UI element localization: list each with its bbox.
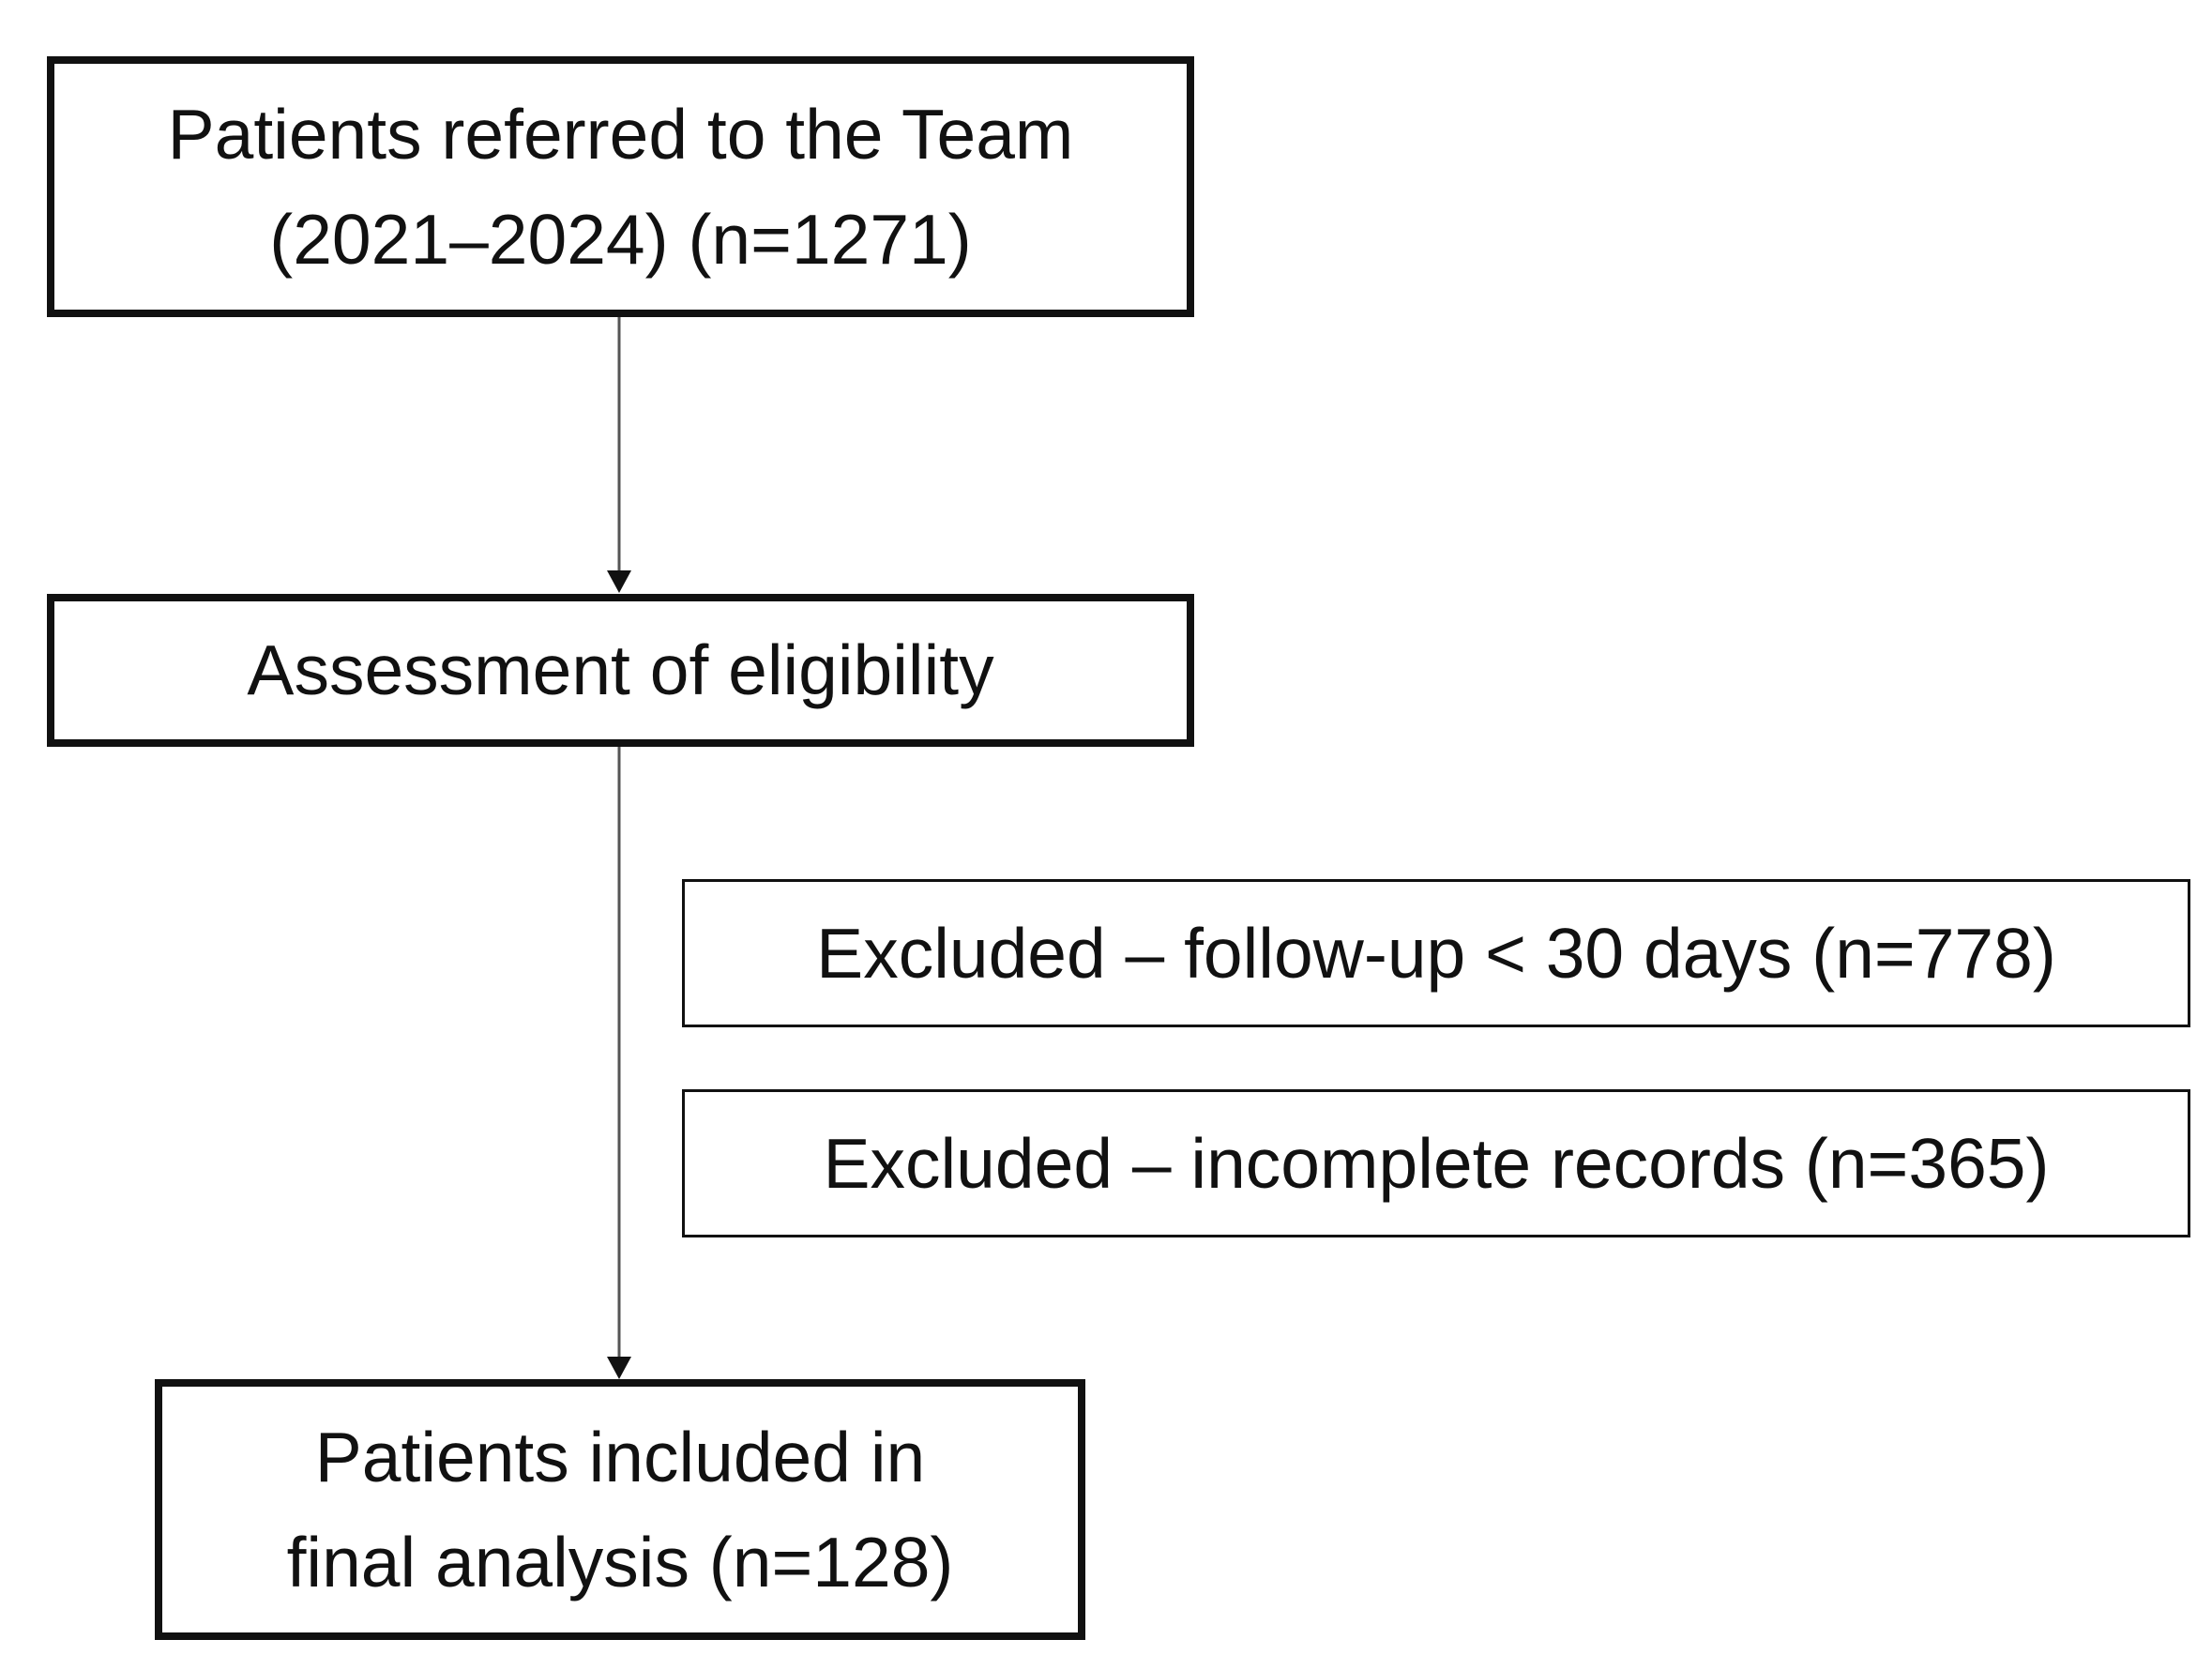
excluded-followup-box: Excluded – follow-up < 30 days (n=778) xyxy=(682,879,2190,1027)
excluded-followup-text: Excluded – follow-up < 30 days (n=778) xyxy=(816,913,2056,993)
eligibility-assessment-text: Assessment of eligibility xyxy=(247,630,994,710)
referred-patients-box: Patients referred to the Team (2021–2024… xyxy=(47,56,1194,317)
arrowhead-eligibility xyxy=(607,570,631,593)
included-patients-box: Patients included in final analysis (n=1… xyxy=(155,1379,1085,1640)
excluded-records-text: Excluded – incomplete records (n=365) xyxy=(823,1123,2050,1203)
included-patients-text: Patients included in final analysis (n=1… xyxy=(286,1417,954,1602)
arrowhead-included xyxy=(607,1357,631,1379)
excluded-records-box: Excluded – incomplete records (n=365) xyxy=(682,1089,2190,1237)
referred-patients-text: Patients referred to the Team (2021–2024… xyxy=(167,94,1074,280)
eligibility-assessment-box: Assessment of eligibility xyxy=(47,594,1194,747)
